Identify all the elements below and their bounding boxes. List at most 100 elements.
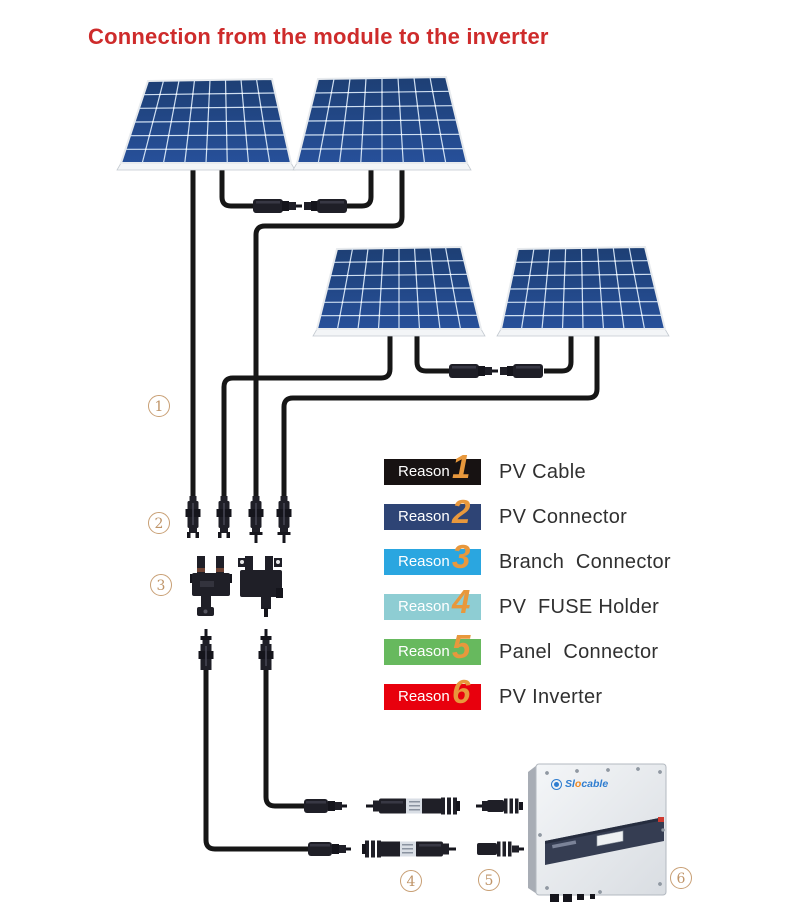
screw bbox=[545, 886, 549, 890]
legend-label: Panel Connector bbox=[499, 641, 659, 663]
marker-1-pv-cable: 1 bbox=[148, 395, 170, 417]
marker-5-panel-connector: 5 bbox=[478, 869, 500, 891]
grid-dot bbox=[418, 119, 421, 122]
legend-label: PV Cable bbox=[499, 461, 586, 483]
grid-dot bbox=[581, 301, 584, 303]
grid-dot bbox=[205, 148, 208, 151]
grid-dot bbox=[365, 261, 368, 263]
reason-badge: Reason bbox=[384, 639, 481, 665]
marker-6-pv-inverter: 6 bbox=[670, 867, 692, 889]
fuse-holder bbox=[366, 797, 460, 815]
marker-3-branch-connector: 3 bbox=[150, 574, 172, 596]
grid-dot bbox=[349, 261, 351, 264]
reason-badge: Reason bbox=[384, 459, 481, 485]
reason-number: 5 bbox=[452, 628, 471, 665]
grid-dot bbox=[614, 260, 616, 262]
grid-dot bbox=[380, 287, 382, 290]
grid-dot bbox=[361, 133, 364, 136]
grid-dot bbox=[381, 147, 383, 150]
grid-dot bbox=[340, 148, 343, 150]
grid-dot bbox=[339, 314, 341, 317]
legend-label: Branch Connector bbox=[499, 551, 671, 573]
pv-connector bbox=[276, 496, 292, 543]
grid-dot bbox=[262, 120, 265, 123]
screw bbox=[598, 890, 602, 894]
pv-connector bbox=[304, 799, 347, 813]
grid-dot bbox=[266, 148, 269, 150]
pv-connector bbox=[216, 496, 232, 538]
grid-dot bbox=[345, 105, 348, 108]
brand-icon bbox=[551, 778, 562, 790]
grid-dot bbox=[581, 274, 583, 276]
grid-dot bbox=[546, 274, 549, 277]
pv-cable-path bbox=[347, 160, 374, 209]
grid-dot bbox=[151, 120, 154, 123]
pv-connector-pair bbox=[253, 199, 347, 213]
panel-connector bbox=[477, 841, 524, 857]
grid-dot bbox=[543, 301, 546, 304]
pv-connector bbox=[258, 629, 274, 670]
grid-dot bbox=[398, 287, 400, 290]
grid-dot bbox=[600, 301, 603, 303]
reason-number: 4 bbox=[452, 583, 471, 620]
legend-row: Reason 3 Branch Connector bbox=[384, 540, 724, 583]
grid-dot bbox=[241, 92, 244, 95]
grid-dot bbox=[225, 120, 228, 123]
grid-dot bbox=[439, 133, 442, 136]
grid-dot bbox=[264, 134, 267, 136]
grid-dot bbox=[442, 147, 445, 150]
fuse-holder bbox=[362, 840, 456, 858]
reason-number: 1 bbox=[452, 448, 471, 485]
panel-frame bbox=[292, 162, 472, 171]
grid-dot bbox=[347, 91, 350, 94]
solar-panel bbox=[292, 75, 472, 171]
pv-cable-path bbox=[263, 667, 304, 809]
grid-dot bbox=[363, 105, 366, 108]
legend-row: Reason 4 PV FUSE Holder bbox=[384, 585, 724, 628]
grid-dot bbox=[188, 120, 191, 123]
grid-dot bbox=[362, 287, 364, 290]
pv-connector-pair bbox=[449, 364, 543, 378]
grid-dot bbox=[635, 287, 638, 290]
pv-inverter bbox=[528, 763, 667, 902]
grid-dot bbox=[342, 133, 344, 136]
grid-dot bbox=[601, 314, 604, 317]
screw bbox=[606, 768, 610, 772]
grid-dot bbox=[398, 274, 400, 276]
panel-frame bbox=[496, 328, 670, 337]
grid-dot bbox=[524, 301, 527, 304]
grid-dot bbox=[398, 301, 400, 303]
grid-dot bbox=[190, 106, 193, 109]
grid-dot bbox=[380, 274, 383, 277]
grid-dot bbox=[398, 314, 400, 317]
grid-dot bbox=[564, 260, 567, 263]
grid-dot bbox=[430, 260, 433, 262]
grid-dot bbox=[542, 314, 545, 317]
legend-row: Reason 6 PV Inverter bbox=[384, 675, 724, 718]
grid-dot bbox=[344, 287, 346, 290]
grid-dot bbox=[360, 301, 363, 304]
grid-dot bbox=[414, 260, 417, 263]
grid-dot bbox=[563, 287, 565, 290]
grid-dot bbox=[530, 261, 533, 264]
branch-connector bbox=[238, 556, 283, 617]
solar-panel bbox=[312, 245, 486, 337]
screw bbox=[661, 828, 665, 832]
grid-dot bbox=[381, 105, 383, 108]
grid-dot bbox=[155, 107, 158, 110]
grid-dot bbox=[617, 287, 620, 290]
grid-dot bbox=[185, 148, 188, 151]
grid-dot bbox=[207, 120, 209, 123]
grid-dot bbox=[522, 314, 525, 317]
panel-frame bbox=[116, 162, 296, 171]
grid-dot bbox=[563, 274, 566, 277]
grid-dot bbox=[581, 287, 584, 290]
grid-dot bbox=[641, 314, 643, 317]
grid-dot bbox=[206, 134, 209, 137]
pv-cable-path bbox=[221, 326, 393, 498]
grid-dot bbox=[360, 147, 363, 150]
grid-dot bbox=[420, 133, 422, 136]
grid-dot bbox=[619, 300, 622, 303]
grid-dot bbox=[358, 314, 361, 317]
grid-dot bbox=[562, 314, 564, 317]
